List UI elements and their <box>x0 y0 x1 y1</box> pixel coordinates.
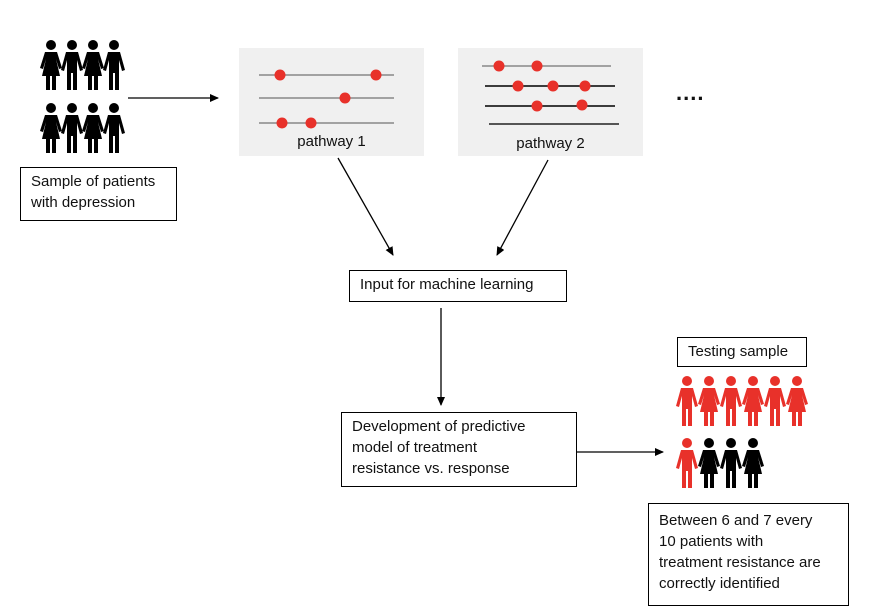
people-icon <box>676 376 808 488</box>
pathway-panel-2: pathway 2 <box>458 48 643 156</box>
variant-dot <box>493 60 505 72</box>
pathway-label: pathway 1 <box>297 133 366 150</box>
pathway-lines-1 <box>259 69 394 129</box>
result-box-line: Between 6 and 7 every <box>659 512 813 529</box>
testing-sample-text: Testing sample <box>688 343 789 360</box>
sample-box: Sample of patients with depression <box>20 167 177 221</box>
arrow-icon <box>496 159 549 256</box>
person-icon <box>720 376 742 426</box>
variant-dot <box>276 117 288 129</box>
variant-dot <box>305 117 317 129</box>
variant-dot <box>531 100 543 112</box>
person-icon <box>61 103 83 153</box>
person-icon <box>61 40 83 90</box>
more-pathways-indicator: .... <box>676 80 705 105</box>
pathway-label: pathway 2 <box>516 135 585 152</box>
variant-dot <box>547 80 559 92</box>
person-icon <box>82 40 104 90</box>
testing-sample-box: Testing sample <box>677 337 807 367</box>
person-icon <box>786 376 808 426</box>
arrow-icon <box>337 157 394 256</box>
result-box-line: treatment resistance are <box>659 554 821 571</box>
person-icon <box>82 103 104 153</box>
person-icon <box>698 438 720 488</box>
result-box: Between 6 and 7 every 10 patients with t… <box>648 503 849 606</box>
variant-dot <box>274 69 286 81</box>
people-icon <box>40 40 125 153</box>
person-icon <box>720 438 742 488</box>
patient-group <box>40 38 128 158</box>
ml-input-text: Input for machine learning <box>360 276 534 293</box>
sample-box-line: Sample of patients <box>31 173 156 190</box>
person-icon <box>40 40 62 90</box>
sample-box-line: with depression <box>31 194 136 211</box>
model-box-line: Development of predictive <box>352 418 526 435</box>
result-box-line: correctly identified <box>659 575 780 592</box>
person-icon <box>764 376 786 426</box>
model-box: Development of predictive model of treat… <box>341 412 577 487</box>
variant-dot <box>576 99 588 111</box>
variant-dot <box>531 60 543 72</box>
variant-dot <box>339 92 351 104</box>
person-icon <box>742 376 764 426</box>
person-icon <box>698 376 720 426</box>
person-icon <box>103 103 125 153</box>
person-icon <box>676 438 698 488</box>
person-icon <box>742 438 764 488</box>
person-icon <box>676 376 698 426</box>
variant-dot <box>512 80 524 92</box>
person-icon <box>40 103 62 153</box>
result-box-line: 10 patients with <box>659 533 764 550</box>
variant-dot <box>370 69 382 81</box>
pathway-lines-2 <box>482 60 619 125</box>
model-box-line: resistance vs. response <box>352 460 510 477</box>
testing-sample-group <box>675 376 820 496</box>
variant-dot <box>579 80 591 92</box>
pathway-panel-1: pathway 1 <box>239 48 424 156</box>
person-icon <box>103 40 125 90</box>
model-box-line: model of treatment <box>352 439 478 456</box>
ml-input-box: Input for machine learning <box>349 270 567 302</box>
